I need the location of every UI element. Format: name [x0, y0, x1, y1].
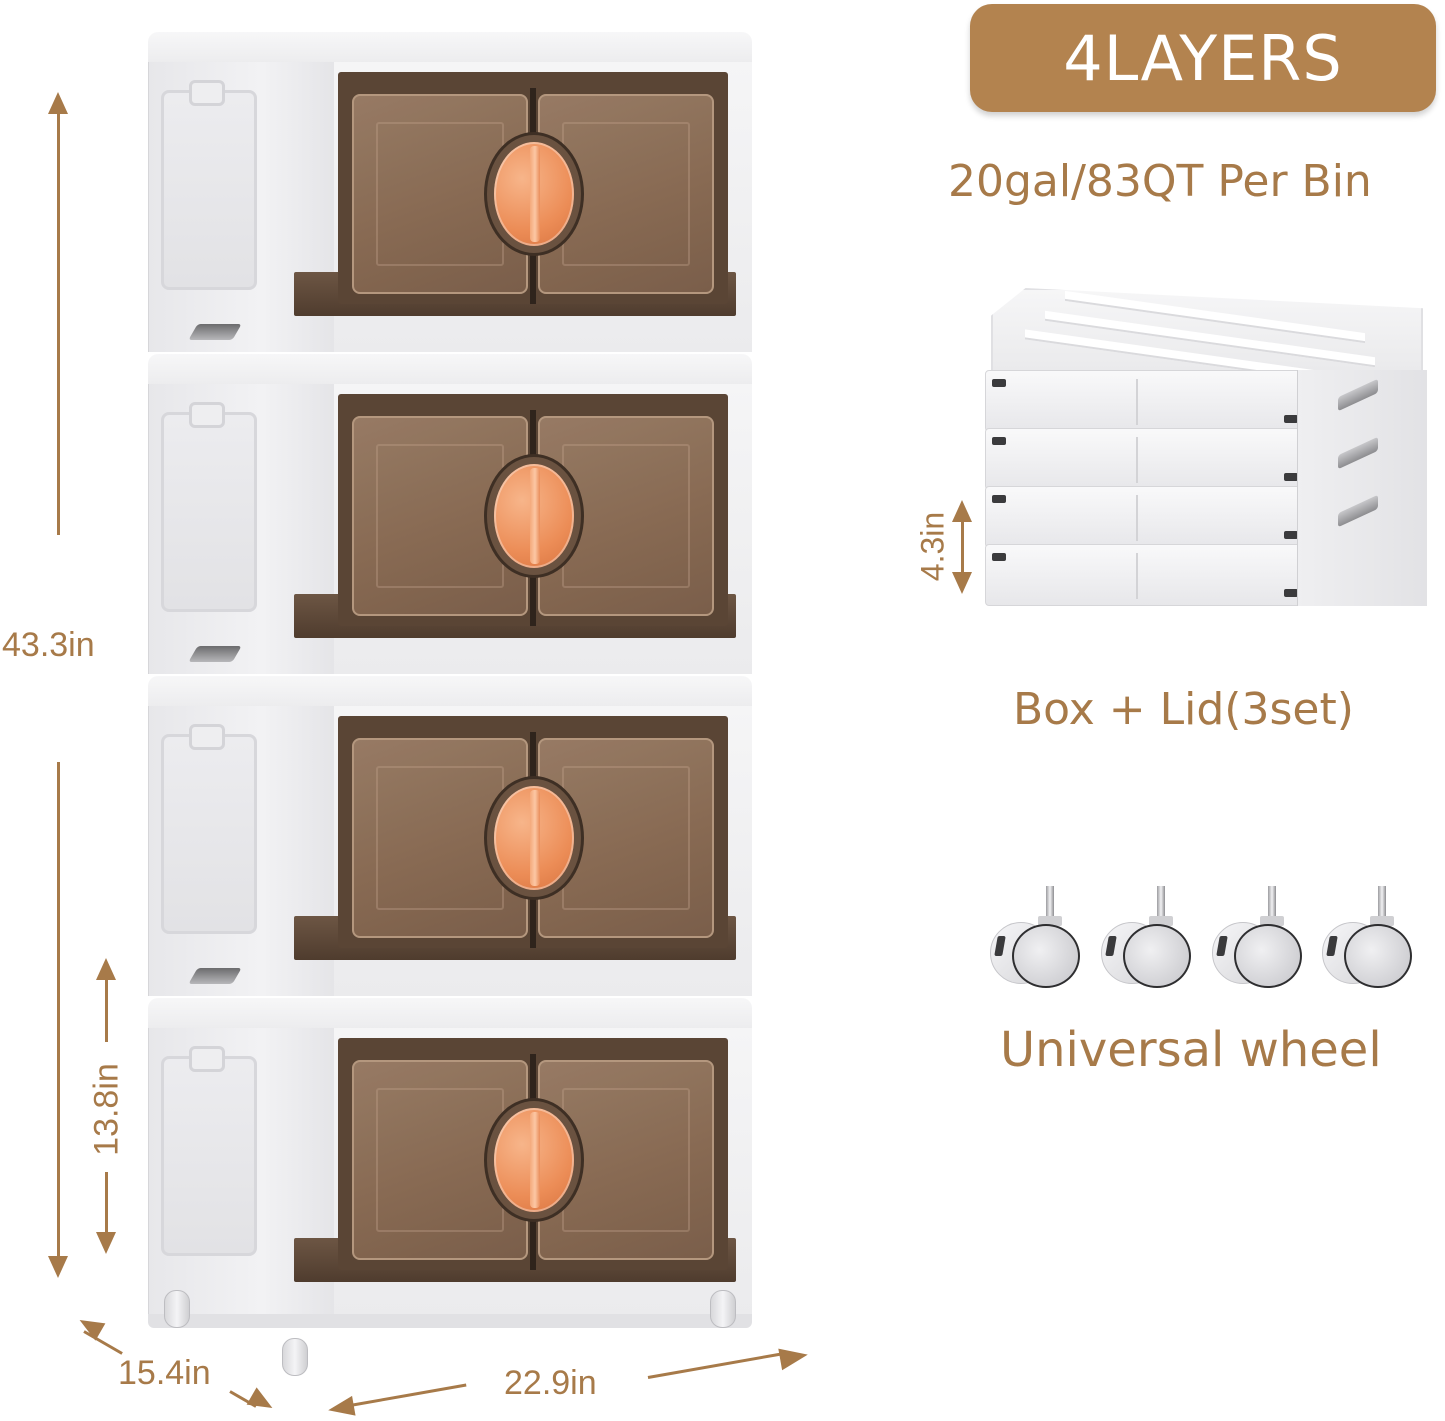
wheel-face: [1234, 924, 1302, 988]
side-grip-notch: [188, 968, 242, 984]
arrow-up-icon: [48, 92, 68, 114]
wheel-stem: [1268, 886, 1276, 922]
wheel-stem: [1378, 886, 1386, 922]
arrow-down-icon: [48, 1256, 68, 1278]
handle-notch-icon: [1338, 494, 1378, 528]
side-grip-notch: [188, 324, 242, 340]
dimension-line: [647, 1352, 781, 1379]
storage-bin-layer-1: [148, 32, 752, 352]
dimension-line: [105, 1172, 108, 1236]
wheel-face: [1012, 924, 1080, 988]
slab-end: [1297, 544, 1427, 606]
wheel-collar: [1260, 916, 1284, 926]
layers-badge: 4LAYERS: [970, 4, 1436, 112]
universal-wheel-icon: [1101, 886, 1193, 988]
arrow-up-icon: [96, 958, 116, 980]
bin-side-panel: [148, 384, 338, 674]
bin-front: [294, 1028, 752, 1318]
door-knob-icon: [494, 142, 574, 246]
caster-wheel-icon: [164, 1290, 190, 1328]
layer-height-label: 13.8in: [87, 1063, 126, 1156]
door-knob-icon: [494, 786, 574, 890]
arrow-left-icon: [74, 1311, 106, 1341]
storage-bin-layer-4: [148, 998, 752, 1318]
side-panel-inset: [161, 90, 257, 290]
arrow-down-icon: [96, 1232, 116, 1254]
capacity-caption: 20gal/83QT Per Bin: [948, 156, 1372, 207]
caster-wheel-icon: [282, 1338, 308, 1376]
side-handle-icon: [189, 1046, 225, 1072]
door-frame: [338, 394, 728, 626]
arrow-up-icon: [952, 500, 972, 522]
arrow-right-icon: [246, 1387, 278, 1417]
bin-front: [294, 62, 752, 352]
door-frame: [338, 716, 728, 948]
dimension-line: [349, 1383, 467, 1407]
wheel-collar: [1370, 916, 1394, 926]
wheel-caption: Universal wheel: [1000, 1022, 1382, 1078]
arrow-right-icon: [778, 1343, 810, 1371]
slot-icon: [1284, 531, 1298, 539]
door-knob-icon: [494, 464, 574, 568]
door-frame: [338, 72, 728, 304]
door-frame: [338, 1038, 728, 1270]
side-handle-icon: [189, 80, 225, 106]
handle-notch-icon: [1338, 436, 1378, 470]
slot-icon: [992, 437, 1006, 445]
wheel-face: [1123, 924, 1191, 988]
bin-front: [294, 384, 752, 674]
storage-bin-layer-3: [148, 676, 752, 996]
wheel-stem: [1157, 886, 1165, 922]
dimension-line: [105, 976, 108, 1042]
total-height-label: 43.3in: [2, 626, 95, 664]
universal-wheel-icon: [1212, 886, 1304, 988]
universal-wheel-icon: [990, 886, 1082, 988]
bin-front: [294, 706, 752, 996]
door-knob-icon: [494, 1108, 574, 1212]
slot-icon: [992, 553, 1006, 561]
side-handle-icon: [189, 724, 225, 750]
storage-cabinet-image: [148, 32, 752, 1376]
caster-wheel-icon: [710, 1290, 736, 1328]
slot-icon: [1284, 589, 1298, 597]
width-label: 22.9in: [504, 1364, 597, 1402]
handle-notch-icon: [1338, 378, 1378, 412]
side-panel-inset: [161, 1056, 257, 1256]
arrow-left-icon: [326, 1395, 356, 1421]
wheel-collar: [1038, 916, 1062, 926]
side-handle-icon: [189, 402, 225, 428]
wheel-collar: [1149, 916, 1173, 926]
slab-end: [1297, 428, 1427, 490]
arrow-down-icon: [952, 572, 972, 594]
bin-side-panel: [148, 706, 338, 996]
folded-caption: Box + Lid(3set): [1013, 684, 1354, 735]
layers-badge-text: 4LAYERS: [1063, 21, 1343, 95]
slab-end: [1297, 370, 1427, 432]
slot-icon: [992, 379, 1006, 387]
bin-side-panel: [148, 1028, 338, 1318]
slab-end: [1297, 486, 1427, 548]
wheel-face: [1344, 924, 1412, 988]
side-grip-notch: [188, 646, 242, 662]
dimension-line: [57, 762, 60, 1260]
depth-label: 15.4in: [118, 1354, 211, 1392]
dimension-line: [961, 518, 964, 574]
side-panel-inset: [161, 734, 257, 934]
folded-height-label: 4.3in: [914, 511, 951, 582]
dimension-line: [57, 110, 60, 535]
slot-icon: [992, 495, 1006, 503]
slot-icon: [1284, 415, 1298, 423]
slot-icon: [1284, 473, 1298, 481]
universal-wheel-icon: [1322, 886, 1414, 988]
wheel-stem: [1046, 886, 1054, 922]
side-panel-inset: [161, 412, 257, 612]
folded-bins-image: [985, 288, 1427, 648]
cabinet-base: [148, 1314, 752, 1328]
storage-bin-layer-2: [148, 354, 752, 674]
